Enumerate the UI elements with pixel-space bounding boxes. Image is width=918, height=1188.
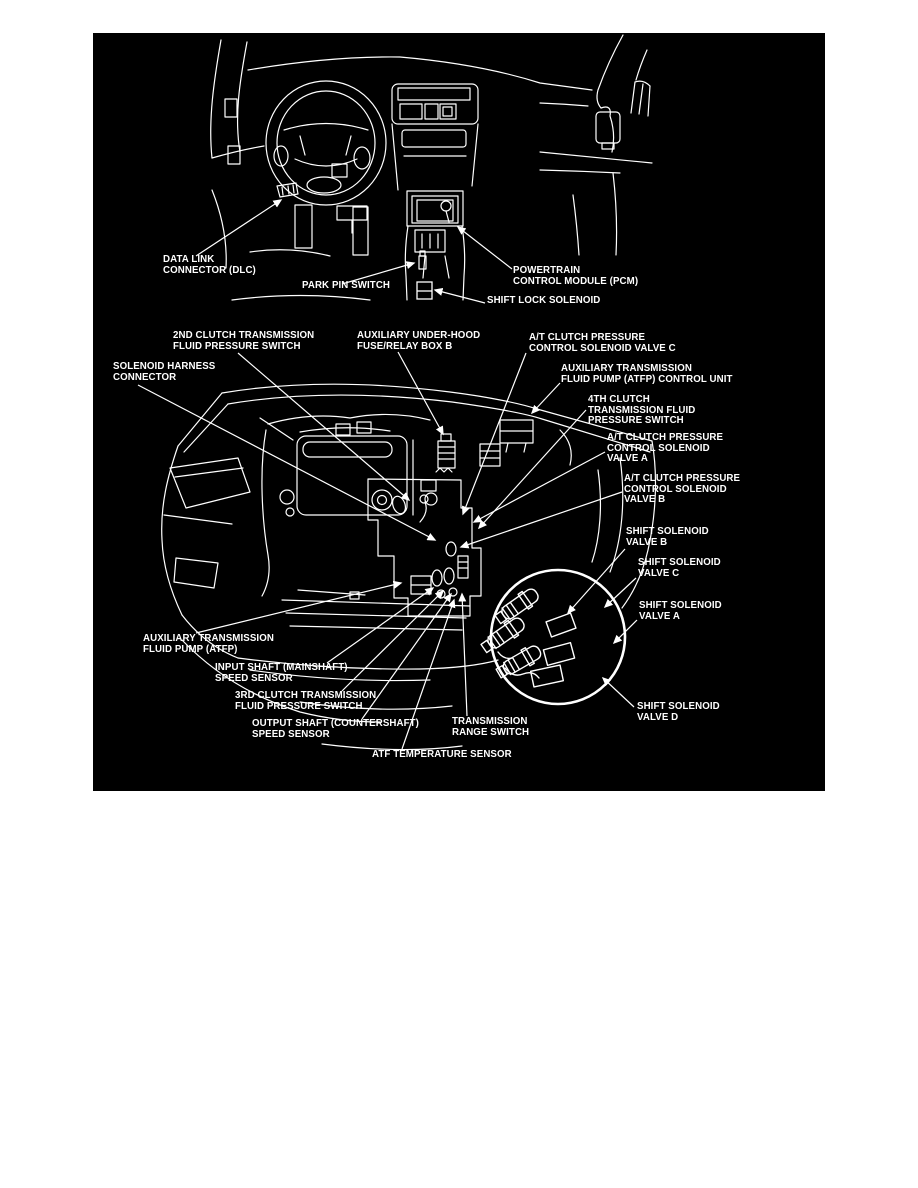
label-shift-solenoid-valve-b: SHIFT SOLENOID VALVE B bbox=[626, 526, 709, 548]
leader-shift-valve-c bbox=[603, 577, 637, 609]
leader-shift-valve-a bbox=[612, 619, 638, 645]
label-atf-temperature-sensor: ATF TEMPERATURE SENSOR bbox=[372, 749, 512, 760]
label-at-clutch-valve-b: A/T CLUTCH PRESSURE CONTROL SOLENOID VAL… bbox=[624, 473, 741, 505]
leader-powertrain-control-module bbox=[456, 226, 513, 270]
leader-4th-clutch-switch bbox=[477, 409, 587, 530]
leader-data-link-connector bbox=[195, 199, 283, 257]
shift-lock-solenoid-part bbox=[416, 281, 433, 300]
leader-at-valve-b bbox=[459, 491, 623, 549]
leader-solenoid-harness bbox=[137, 384, 437, 541]
leader-shift-lock-solenoid bbox=[433, 288, 486, 304]
leader-2nd-clutch-switch bbox=[237, 352, 411, 501]
leader-3rd-clutch-switch bbox=[341, 589, 445, 692]
label-aux-transmission-fluid-pump: AUXILIARY TRANSMISSION FLUID PUMP (ATFP) bbox=[143, 633, 274, 655]
label-at-clutch-valve-a: A/T CLUTCH PRESSURE CONTROL SOLENOID VAL… bbox=[607, 432, 724, 464]
leader-transmission-range-switch bbox=[458, 592, 468, 717]
label-input-shaft-speed-sensor: INPUT SHAFT (MAINSHAFT) SPEED SENSOR bbox=[215, 662, 348, 684]
leader-lines bbox=[137, 199, 638, 750]
leader-fuse-relay-box bbox=[397, 351, 444, 436]
label-powertrain-control-module: POWERTRAIN CONTROL MODULE (PCM) bbox=[513, 265, 639, 287]
leader-atf-temp-sensor bbox=[401, 598, 456, 750]
label-4th-clutch-pressure-switch: 4TH CLUTCH TRANSMISSION FLUID PRESSURE S… bbox=[588, 394, 696, 426]
label-data-link-connector: DATA LINK CONNECTOR (DLC) bbox=[163, 254, 256, 276]
label-park-pin-switch: PARK PIN SWITCH bbox=[302, 280, 391, 291]
label-shift-solenoid-valve-d: SHIFT SOLENOID VALVE D bbox=[637, 701, 720, 723]
label-2nd-clutch-pressure-switch: 2ND CLUTCH TRANSMISSION FLUID PRESSURE S… bbox=[173, 330, 315, 352]
label-shift-solenoid-valve-a: SHIFT SOLENOID VALVE A bbox=[639, 600, 722, 622]
label-shift-solenoid-valve-c: SHIFT SOLENOID VALVE C bbox=[638, 557, 721, 579]
solenoid-valve-cylinders bbox=[480, 588, 577, 688]
label-at-clutch-valve-c: A/T CLUTCH PRESSURE CONTROL SOLENOID VAL… bbox=[529, 332, 676, 354]
leader-at-valve-c bbox=[462, 352, 527, 516]
diagram-panel bbox=[93, 33, 825, 791]
dashboard-drawing bbox=[210, 34, 653, 301]
label-aux-underhood-fuse-relay-box: AUXILIARY UNDER-HOOD FUSE/RELAY BOX B bbox=[357, 330, 481, 352]
leader-park-pin-switch bbox=[341, 261, 416, 285]
inset-detail-circle bbox=[480, 568, 627, 706]
leader-shift-valve-b bbox=[567, 548, 626, 615]
label-solenoid-harness-connector: SOLENOID HARNESS CONNECTOR bbox=[113, 361, 216, 383]
leader-atfp-control-unit bbox=[530, 382, 561, 415]
label-3rd-clutch-pressure-switch: 3RD CLUTCH TRANSMISSION FLUID PRESSURE S… bbox=[235, 690, 377, 712]
leader-input-shaft-sensor bbox=[326, 587, 435, 664]
label-shift-lock-solenoid: SHIFT LOCK SOLENOID bbox=[487, 295, 601, 306]
leader-aux-atfp bbox=[195, 580, 403, 634]
label-transmission-range-switch: TRANSMISSION RANGE SWITCH bbox=[452, 716, 530, 738]
label-output-shaft-speed-sensor: OUTPUT SHAFT (COUNTERSHAFT) SPEED SENSOR bbox=[252, 718, 419, 740]
label-atfp-control-unit: AUXILIARY TRANSMISSION FLUID PUMP (ATFP)… bbox=[561, 363, 733, 385]
leader-at-valve-a bbox=[472, 451, 606, 523]
leader-shift-valve-d bbox=[601, 676, 635, 708]
leader-output-shaft-sensor bbox=[361, 592, 452, 720]
